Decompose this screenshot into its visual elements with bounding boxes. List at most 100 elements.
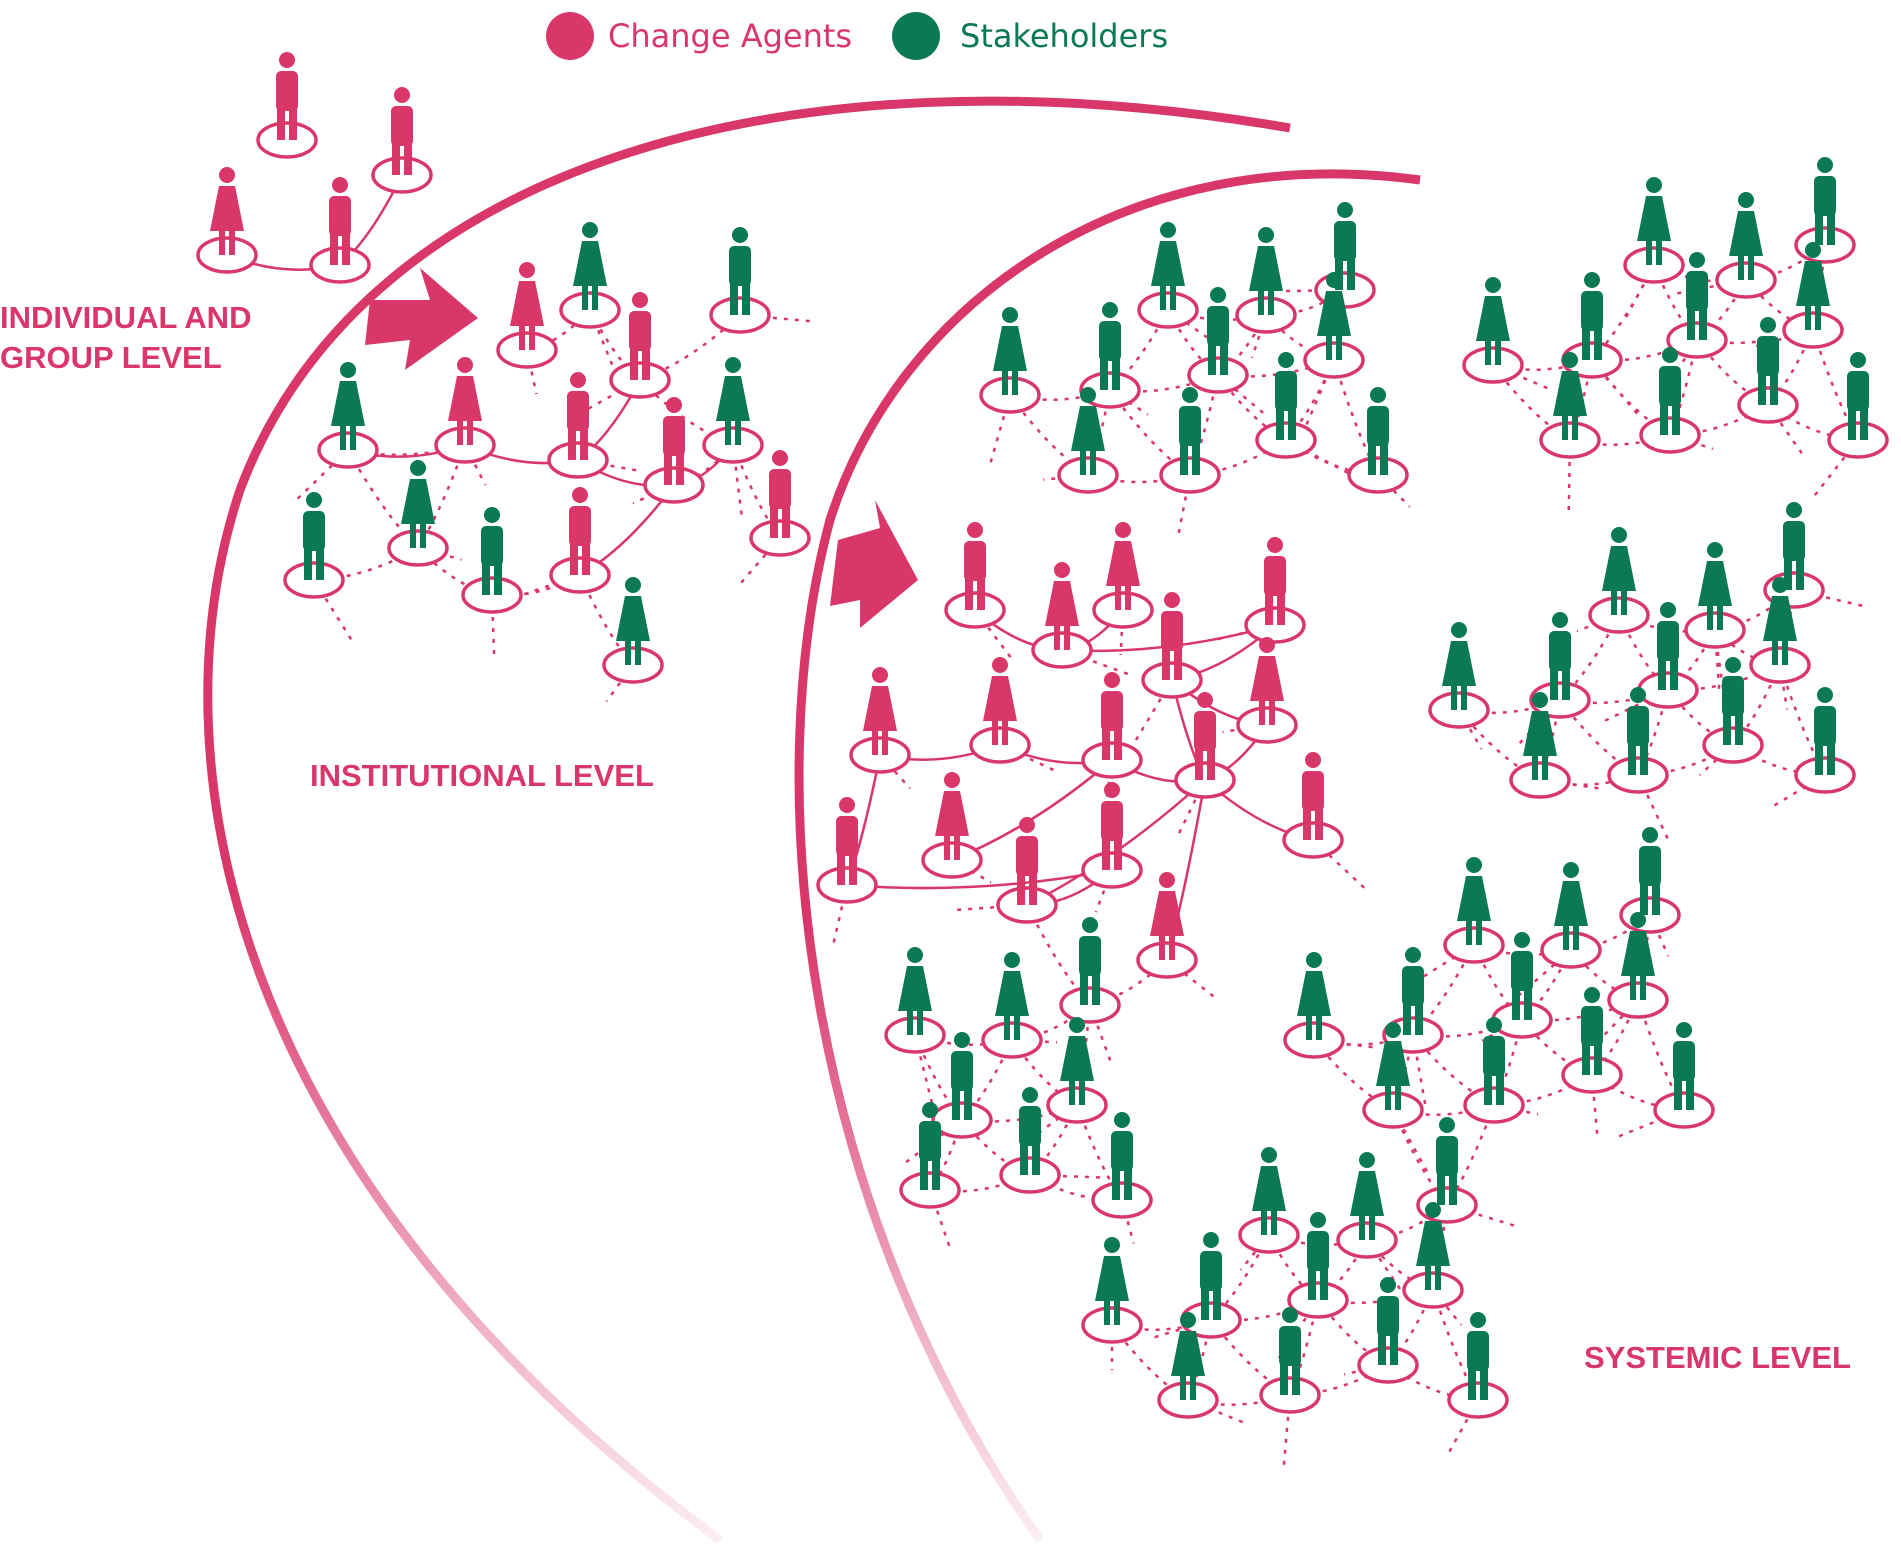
stakeholder-person-icon <box>1639 347 1701 454</box>
change-agent-person-icon <box>1031 562 1093 669</box>
ring <box>559 291 621 329</box>
change-agent-person-icon <box>609 292 671 399</box>
dotted-link-stub <box>1119 609 1125 656</box>
change-agents-legend-label: Change Agents <box>608 17 852 55</box>
ring <box>1539 421 1601 459</box>
stakeholder-person-icon <box>1782 242 1844 349</box>
ring <box>549 556 611 594</box>
ring <box>1283 1021 1345 1059</box>
ring <box>1159 456 1221 494</box>
dotted-link-stub <box>525 349 538 395</box>
change-agent-person-icon <box>196 167 258 274</box>
stakeholder-person-icon <box>1336 1152 1398 1259</box>
ring <box>1157 1381 1219 1419</box>
stakeholder-person-icon <box>317 362 379 469</box>
dotted-link-stub <box>1671 339 1699 379</box>
dotted-link-stub <box>1250 314 1268 359</box>
stakeholder-person-icon <box>981 952 1043 1059</box>
systemic-level-label: SYSTEMIC LEVEL <box>1584 1340 1851 1375</box>
dotted-link <box>346 449 419 549</box>
change-agent-person-icon <box>1141 592 1203 699</box>
ring <box>1235 296 1297 334</box>
ring <box>387 529 449 567</box>
ring <box>1416 1186 1478 1224</box>
ring <box>1091 1181 1153 1219</box>
people-network <box>196 52 1889 1419</box>
stakeholder-person-icon <box>1607 912 1669 1019</box>
stakeholder-person-icon <box>1447 1312 1509 1419</box>
dotted-link-stub <box>605 664 635 703</box>
change-agent-person-icon <box>921 772 983 879</box>
stakeholder-person-icon <box>1428 622 1490 729</box>
ring <box>1238 1216 1300 1254</box>
change-agent-person-icon <box>1092 522 1154 629</box>
stakeholder-person-icon <box>1463 1017 1525 1124</box>
stakeholder-person-icon <box>1491 932 1553 1039</box>
stakeholder-person-icon <box>1637 602 1699 709</box>
ring <box>1259 1376 1321 1414</box>
ring <box>1666 321 1728 359</box>
stakeholder-person-icon <box>1540 862 1602 969</box>
ring <box>1702 726 1764 764</box>
ring <box>496 331 558 369</box>
change-agent-person-icon <box>996 817 1058 924</box>
stakeholder-person-icon <box>1588 527 1650 634</box>
dotted-link-stub <box>1432 1289 1463 1326</box>
stakeholder-person-icon <box>283 492 345 599</box>
change-agent-person-icon <box>371 87 433 194</box>
ring <box>1607 756 1669 794</box>
individual-group-level-label-line1: INDIVIDUAL AND <box>0 300 251 335</box>
stakeholder-person-icon <box>1702 657 1764 764</box>
stakeholder-person-icon <box>1255 352 1317 459</box>
ring <box>1588 596 1650 634</box>
stakeholder-person-icon <box>1187 287 1249 394</box>
ring <box>1462 346 1524 384</box>
ring <box>1529 681 1591 719</box>
ring <box>981 1021 1043 1059</box>
change-agent-person-icon <box>1282 752 1344 859</box>
change-agent-person-icon <box>434 357 496 464</box>
dotted-link-stub <box>1094 869 1114 913</box>
stakeholder-person-icon <box>1046 1017 1108 1124</box>
stakeholder-person-icon <box>1347 387 1409 494</box>
dotted-link <box>1696 279 1748 342</box>
stakeholder-person-icon <box>1529 612 1591 719</box>
change-agent-person-icon <box>1081 672 1143 779</box>
stakeholder-person-icon <box>1619 827 1681 934</box>
ring <box>461 576 523 614</box>
ring <box>1357 1346 1419 1384</box>
ring <box>1715 261 1777 299</box>
ring <box>196 236 258 274</box>
ring <box>1540 931 1602 969</box>
dotted-link <box>1366 1239 1434 1292</box>
stakeholder-person-icon <box>1749 577 1811 684</box>
ring <box>1794 756 1856 794</box>
ring <box>1491 1001 1553 1039</box>
ring <box>1336 1221 1398 1259</box>
stakeholder-person-icon <box>1561 987 1623 1094</box>
stakeholder-person-icon <box>899 1102 961 1209</box>
stakeholder-person-icon <box>1314 202 1376 309</box>
ring <box>609 361 671 399</box>
ring <box>1749 646 1811 684</box>
stakeholder-person-icon <box>1653 1022 1715 1129</box>
stakeholder-person-icon <box>1666 252 1728 359</box>
network-links <box>226 174 1868 1470</box>
change-agent-person-icon <box>1174 692 1236 799</box>
systemic-boundary-arc <box>794 169 1421 1543</box>
stakeholder-person-icon <box>1684 542 1746 649</box>
ring <box>969 726 1031 764</box>
stakeholder-person-icon <box>1303 272 1365 379</box>
stakeholder-person-icon <box>1081 1237 1143 1344</box>
dotted-link <box>491 573 581 597</box>
ring <box>643 466 705 504</box>
stakeholder-person-icon <box>979 307 1041 414</box>
stakeholder-person-icon <box>1079 302 1141 409</box>
dotted-link <box>1317 1239 1369 1302</box>
stakeholder-person-icon <box>1283 952 1345 1059</box>
stakeholder-person-icon <box>1180 1232 1242 1339</box>
change-agent-person-icon <box>309 177 371 284</box>
stakeholder-person-icon <box>1235 227 1297 334</box>
ring <box>816 866 878 904</box>
ring <box>1079 371 1141 409</box>
